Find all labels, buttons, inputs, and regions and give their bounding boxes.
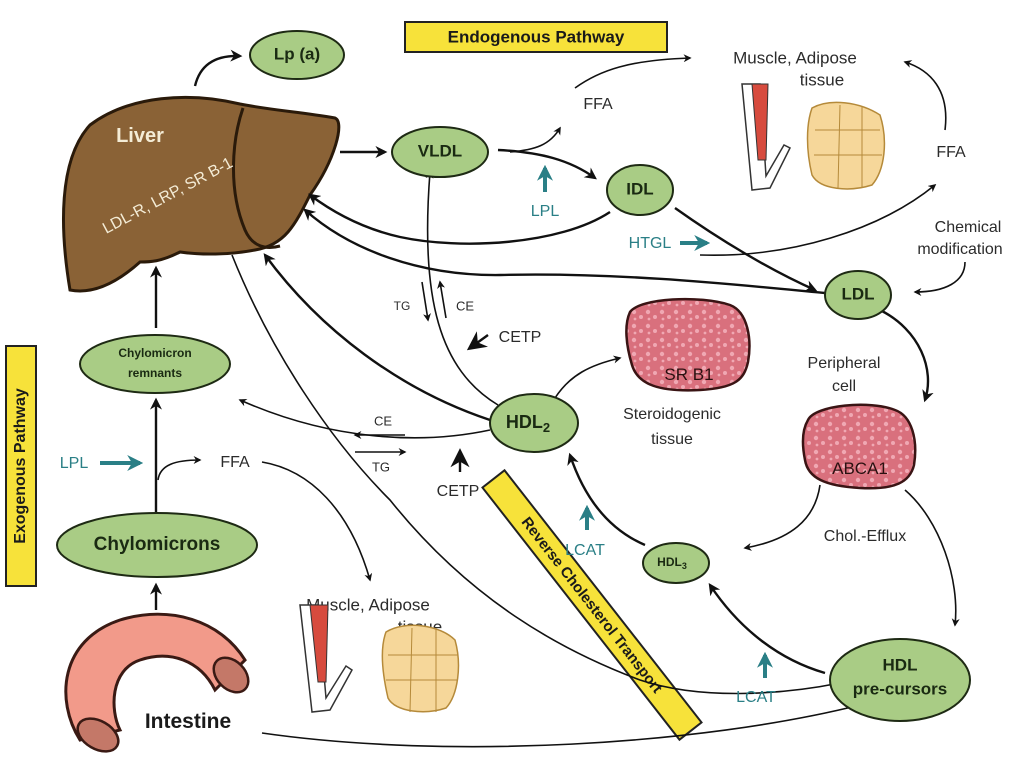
arrow-idl-to-liver <box>308 193 611 245</box>
arrow-hdl2-to-vldl <box>425 170 499 406</box>
lpl-left-label: LPL <box>60 455 89 472</box>
idl-node[interactable]: IDL <box>606 164 674 216</box>
arrow-precursors-to-hdl3 <box>708 583 826 675</box>
arrow-ffa-to-muscle-top <box>574 54 692 89</box>
steroidogenic-tissue: SR B1 Steroidogenic tissue <box>623 297 751 448</box>
liver-title: Liver <box>116 125 164 147</box>
cetp-lower-label: CETP <box>437 483 480 500</box>
ffa-left-label: FFA <box>220 454 250 471</box>
lcat-upper-label: LCAT <box>565 542 605 559</box>
liver-organ: Liver LDL-R, LRP, SR B-1 <box>62 95 341 293</box>
chemical-modification-label-line1: Chemical <box>935 219 1002 236</box>
chylomicron-remnants-label-line2: remnants <box>128 366 182 380</box>
lcat-lower-label: LCAT <box>736 689 776 706</box>
tg-down-arrow <box>421 281 431 322</box>
enzyme-arrows <box>100 164 773 678</box>
adipose-icon <box>381 624 460 713</box>
arrow-ldl-to-peripheral <box>879 308 934 403</box>
reverse-cholesterol-transport-banner: Reverse Cholesterol Transport <box>481 468 703 742</box>
chemical-modification-label-line2: modification <box>917 241 1002 258</box>
ce-lower-label: CE <box>374 413 392 428</box>
peripheral-cell-label: cell <box>832 378 856 395</box>
exogenous-pathway-label: Exogenous Pathway <box>12 388 29 544</box>
chylomicron-remnants-node[interactable]: Chylomicron remnants <box>79 334 231 394</box>
arrow-ffa-to-muscle-bottom <box>261 461 373 582</box>
vldl-label: VLDL <box>418 141 462 160</box>
hdl2-label: HDL2 <box>506 412 550 436</box>
arrow-hdl3-to-hdl2 <box>567 452 646 547</box>
hdl2-node[interactable]: HDL2 <box>489 393 579 453</box>
hdl3-node[interactable]: HDL3 <box>642 542 710 584</box>
cetp-upper-arrow <box>466 331 489 351</box>
peripheral-cell: Peripheral cell ABCA1 <box>801 355 917 490</box>
steroidogenic-tissue-label: tissue <box>651 431 693 448</box>
chylomicrons-label: Chylomicrons <box>94 534 221 555</box>
chol-efflux-label: Chol.-Efflux <box>824 528 906 545</box>
sr-b1-label: SR B1 <box>664 365 713 384</box>
arrow-hdl2-to-srb1 <box>554 355 622 399</box>
arrow-liver-to-hdl-precursors <box>231 254 842 695</box>
intestine-label: Intestine <box>145 710 231 733</box>
peripheral-label: Peripheral <box>808 355 881 372</box>
intestine-organ: Intestine <box>64 612 250 753</box>
arrow-vldl-to-ffa <box>509 126 561 153</box>
ldl-label: LDL <box>841 284 874 303</box>
lpl-top-label: LPL <box>531 203 560 220</box>
endogenous-pathway-banner: Endogenous Pathway <box>404 21 668 53</box>
hdl-precursors-label-line1: HDL <box>883 655 918 674</box>
arrow-chylo-to-ffa <box>157 456 202 481</box>
muscle-icon <box>309 604 329 683</box>
muscle-adipose-top-label: Muscle, Adipose <box>733 48 857 67</box>
arrow-vldl-to-idl <box>497 148 597 180</box>
arrow-abca1-to-hdl3 <box>743 484 821 551</box>
arrow-hdl2-to-liver <box>263 253 491 422</box>
endogenous-pathway-label: Endogenous Pathway <box>448 27 625 46</box>
ffa-right-label: FFA <box>936 144 966 161</box>
muscle-icon <box>751 83 769 161</box>
hdl3-label: HDL3 <box>657 555 687 571</box>
muscle-adipose-top: Muscle, Adipose tissue <box>733 48 886 191</box>
arrow-chemmod-to-ldl <box>913 261 966 296</box>
arrow-ffa-right-to-muscle <box>903 60 947 131</box>
vldl-node[interactable]: VLDL <box>391 126 489 178</box>
chylomicrons-node[interactable]: Chylomicrons <box>56 512 258 578</box>
adipose-icon <box>806 101 886 190</box>
abca1-label: ABCA1 <box>832 459 888 478</box>
htgl-label: HTGL <box>629 235 672 252</box>
muscle-adipose-top-tissue-label: tissue <box>800 70 844 89</box>
arrow-intestine-to-hdl-precursors <box>261 702 862 748</box>
exchange-arrows <box>353 280 489 472</box>
ldl-node[interactable]: LDL <box>824 270 892 320</box>
lp-a-label: Lp (a) <box>274 44 320 63</box>
arrow-idl-to-ldl <box>674 207 818 292</box>
arrow-idl-to-ffa-right <box>699 183 937 257</box>
tg-upper-label: TG <box>394 299 411 313</box>
steroidogenic-label: Steroidogenic <box>623 406 721 423</box>
ffa-top-label: FFA <box>583 96 613 113</box>
arrow-ldl-to-liver <box>303 208 826 295</box>
muscle-adipose-bottom: Muscle, Adipose tissue <box>299 595 460 713</box>
arrow-liver-to-lpa <box>193 49 243 87</box>
hdl-precursors-label-line2: pre-cursors <box>853 679 947 698</box>
tg-lower-label: TG <box>372 459 390 474</box>
ce-upper-label: CE <box>456 298 474 313</box>
exogenous-pathway-banner: Exogenous Pathway <box>5 345 37 587</box>
idl-label: IDL <box>626 179 653 198</box>
pathway-arrows <box>150 49 966 748</box>
cetp-upper-label: CETP <box>499 329 542 346</box>
lp-a-node[interactable]: Lp (a) <box>249 30 345 80</box>
arrow-abca1-to-precursors <box>904 489 960 627</box>
hdl-precursors-node[interactable]: HDL pre-cursors <box>829 638 971 722</box>
chylomicron-remnants-label-line1: Chylomicron <box>118 346 191 360</box>
muscle-adipose-bottom-label: Muscle, Adipose <box>306 595 430 614</box>
ce-up-arrow <box>437 280 447 319</box>
